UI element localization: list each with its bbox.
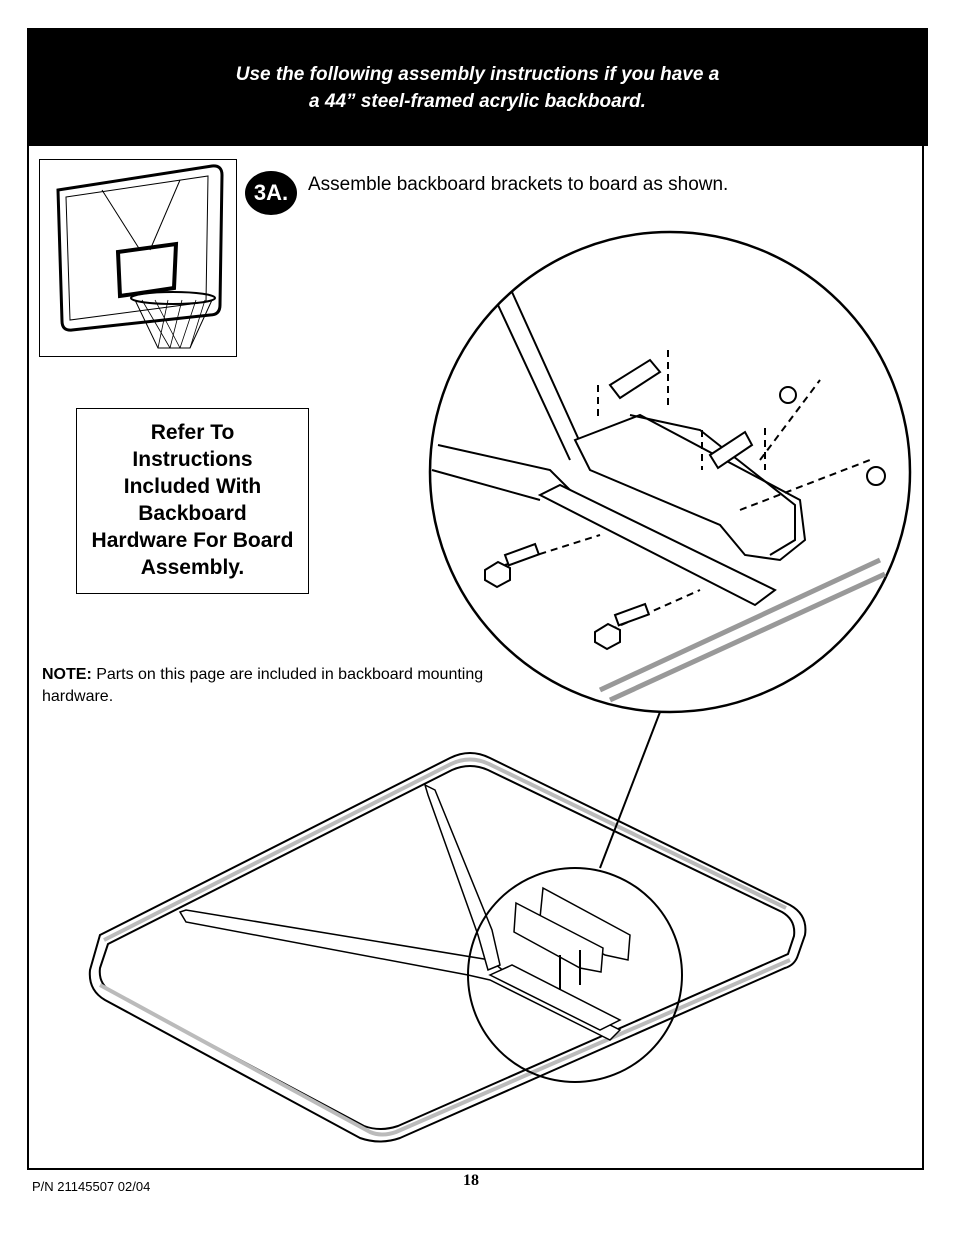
refer-line: Backboard (138, 502, 247, 525)
note-text: NOTE: Parts on this page are included in… (42, 664, 492, 708)
note-label: NOTE: (42, 666, 92, 683)
large-detail-circle (428, 230, 912, 714)
large-circle-detail (431, 291, 887, 703)
refer-line: Assembly. (140, 556, 245, 579)
header-line-2: a 44” steel-framed acrylic backboard. (309, 91, 646, 112)
backboard-thumbnail (39, 159, 237, 357)
refer-line: Hardware For Board (91, 529, 294, 552)
backboard-frame-drawing (88, 752, 807, 1143)
callout-leader-line (599, 711, 661, 869)
note-body: Parts on this page are included in backb… (42, 666, 484, 705)
step-number-badge: 3A. (245, 171, 297, 215)
page-number: 18 (463, 1172, 479, 1189)
refer-line: Instructions (132, 448, 253, 471)
backboard-thumbnail-illustration (56, 164, 224, 349)
step-instruction: Assemble backboard brackets to board as … (308, 174, 729, 195)
header-line-1: Use the following assembly instructions … (235, 64, 720, 85)
header-banner: Use the following assembly instructions … (27, 28, 928, 146)
part-number: P/N 21145507 02/04 (32, 1179, 151, 1194)
refer-line: Refer To (150, 421, 235, 444)
refer-instructions-box: Refer To Instructions Included With Back… (76, 408, 309, 594)
refer-line: Included With (123, 475, 262, 498)
small-circle-brackets (488, 886, 631, 1031)
small-detail-circle (467, 867, 683, 1083)
